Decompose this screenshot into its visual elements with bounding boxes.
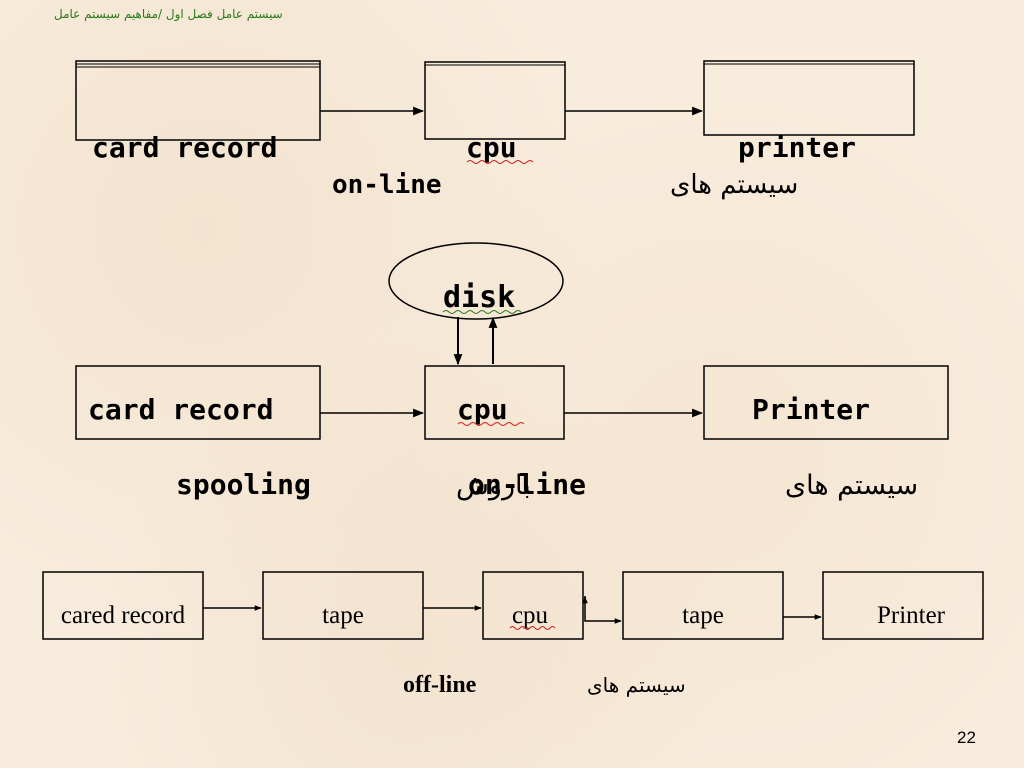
tape-box-2 [622, 571, 784, 640]
cared-record-box [42, 571, 204, 640]
printer-box [822, 571, 984, 640]
caption-spooling-en: spooling [176, 468, 311, 501]
printer-box [703, 365, 949, 440]
caption-online-fa: سیستم های [670, 170, 798, 200]
tape-box-1 [262, 571, 424, 640]
diagram-online: card record cpu printer on-line سیستم ها… [75, 60, 915, 200]
caption-online-en: on-line [468, 468, 586, 501]
spellcheck-underline [466, 160, 534, 164]
arrow-cpu-to-tape [584, 596, 622, 624]
caption-offline-fa: سیستم های [587, 673, 686, 697]
tape-label-2: tape [682, 602, 724, 629]
spellcheck-underline [509, 626, 556, 630]
diagram-spooling: disk card record cpu Printer spooling با… [75, 242, 949, 501]
caption-spooling-fa: باروش [456, 470, 531, 501]
cared-record-label: cared record [61, 602, 186, 629]
caption-offline-en: off-line [403, 672, 477, 698]
printer-label: Printer [752, 393, 870, 426]
card-record-label: card record [88, 393, 273, 426]
card-record-label: card record [92, 131, 277, 164]
disk-ellipse [388, 242, 564, 320]
cpu-label: cpu [457, 393, 508, 426]
cpu-box [424, 61, 566, 140]
caption-online-fa: سیستم های [785, 470, 918, 501]
card-record-box [75, 365, 321, 440]
card-record-box [75, 60, 321, 141]
diagram-offline: cared record tape cpu tape Printer off-l… [42, 571, 984, 698]
cpu-label: cpu [512, 602, 549, 629]
printer-label: printer [738, 131, 856, 164]
spellcheck-underline [457, 422, 525, 426]
tape-label-1: tape [322, 602, 364, 629]
disk-label: disk [443, 280, 515, 315]
cpu-label: cpu [466, 131, 517, 164]
cpu-box [424, 365, 565, 440]
slide-header: سیستم عامل فصل اول /مفاهیم سیستم عامل [54, 7, 283, 21]
spellcheck-underline [442, 310, 522, 314]
slide-number: 22 [957, 728, 976, 747]
caption-online-en: on-line [332, 170, 442, 200]
printer-label: Printer [877, 602, 946, 629]
cpu-box [482, 571, 584, 640]
printer-box [703, 60, 915, 136]
